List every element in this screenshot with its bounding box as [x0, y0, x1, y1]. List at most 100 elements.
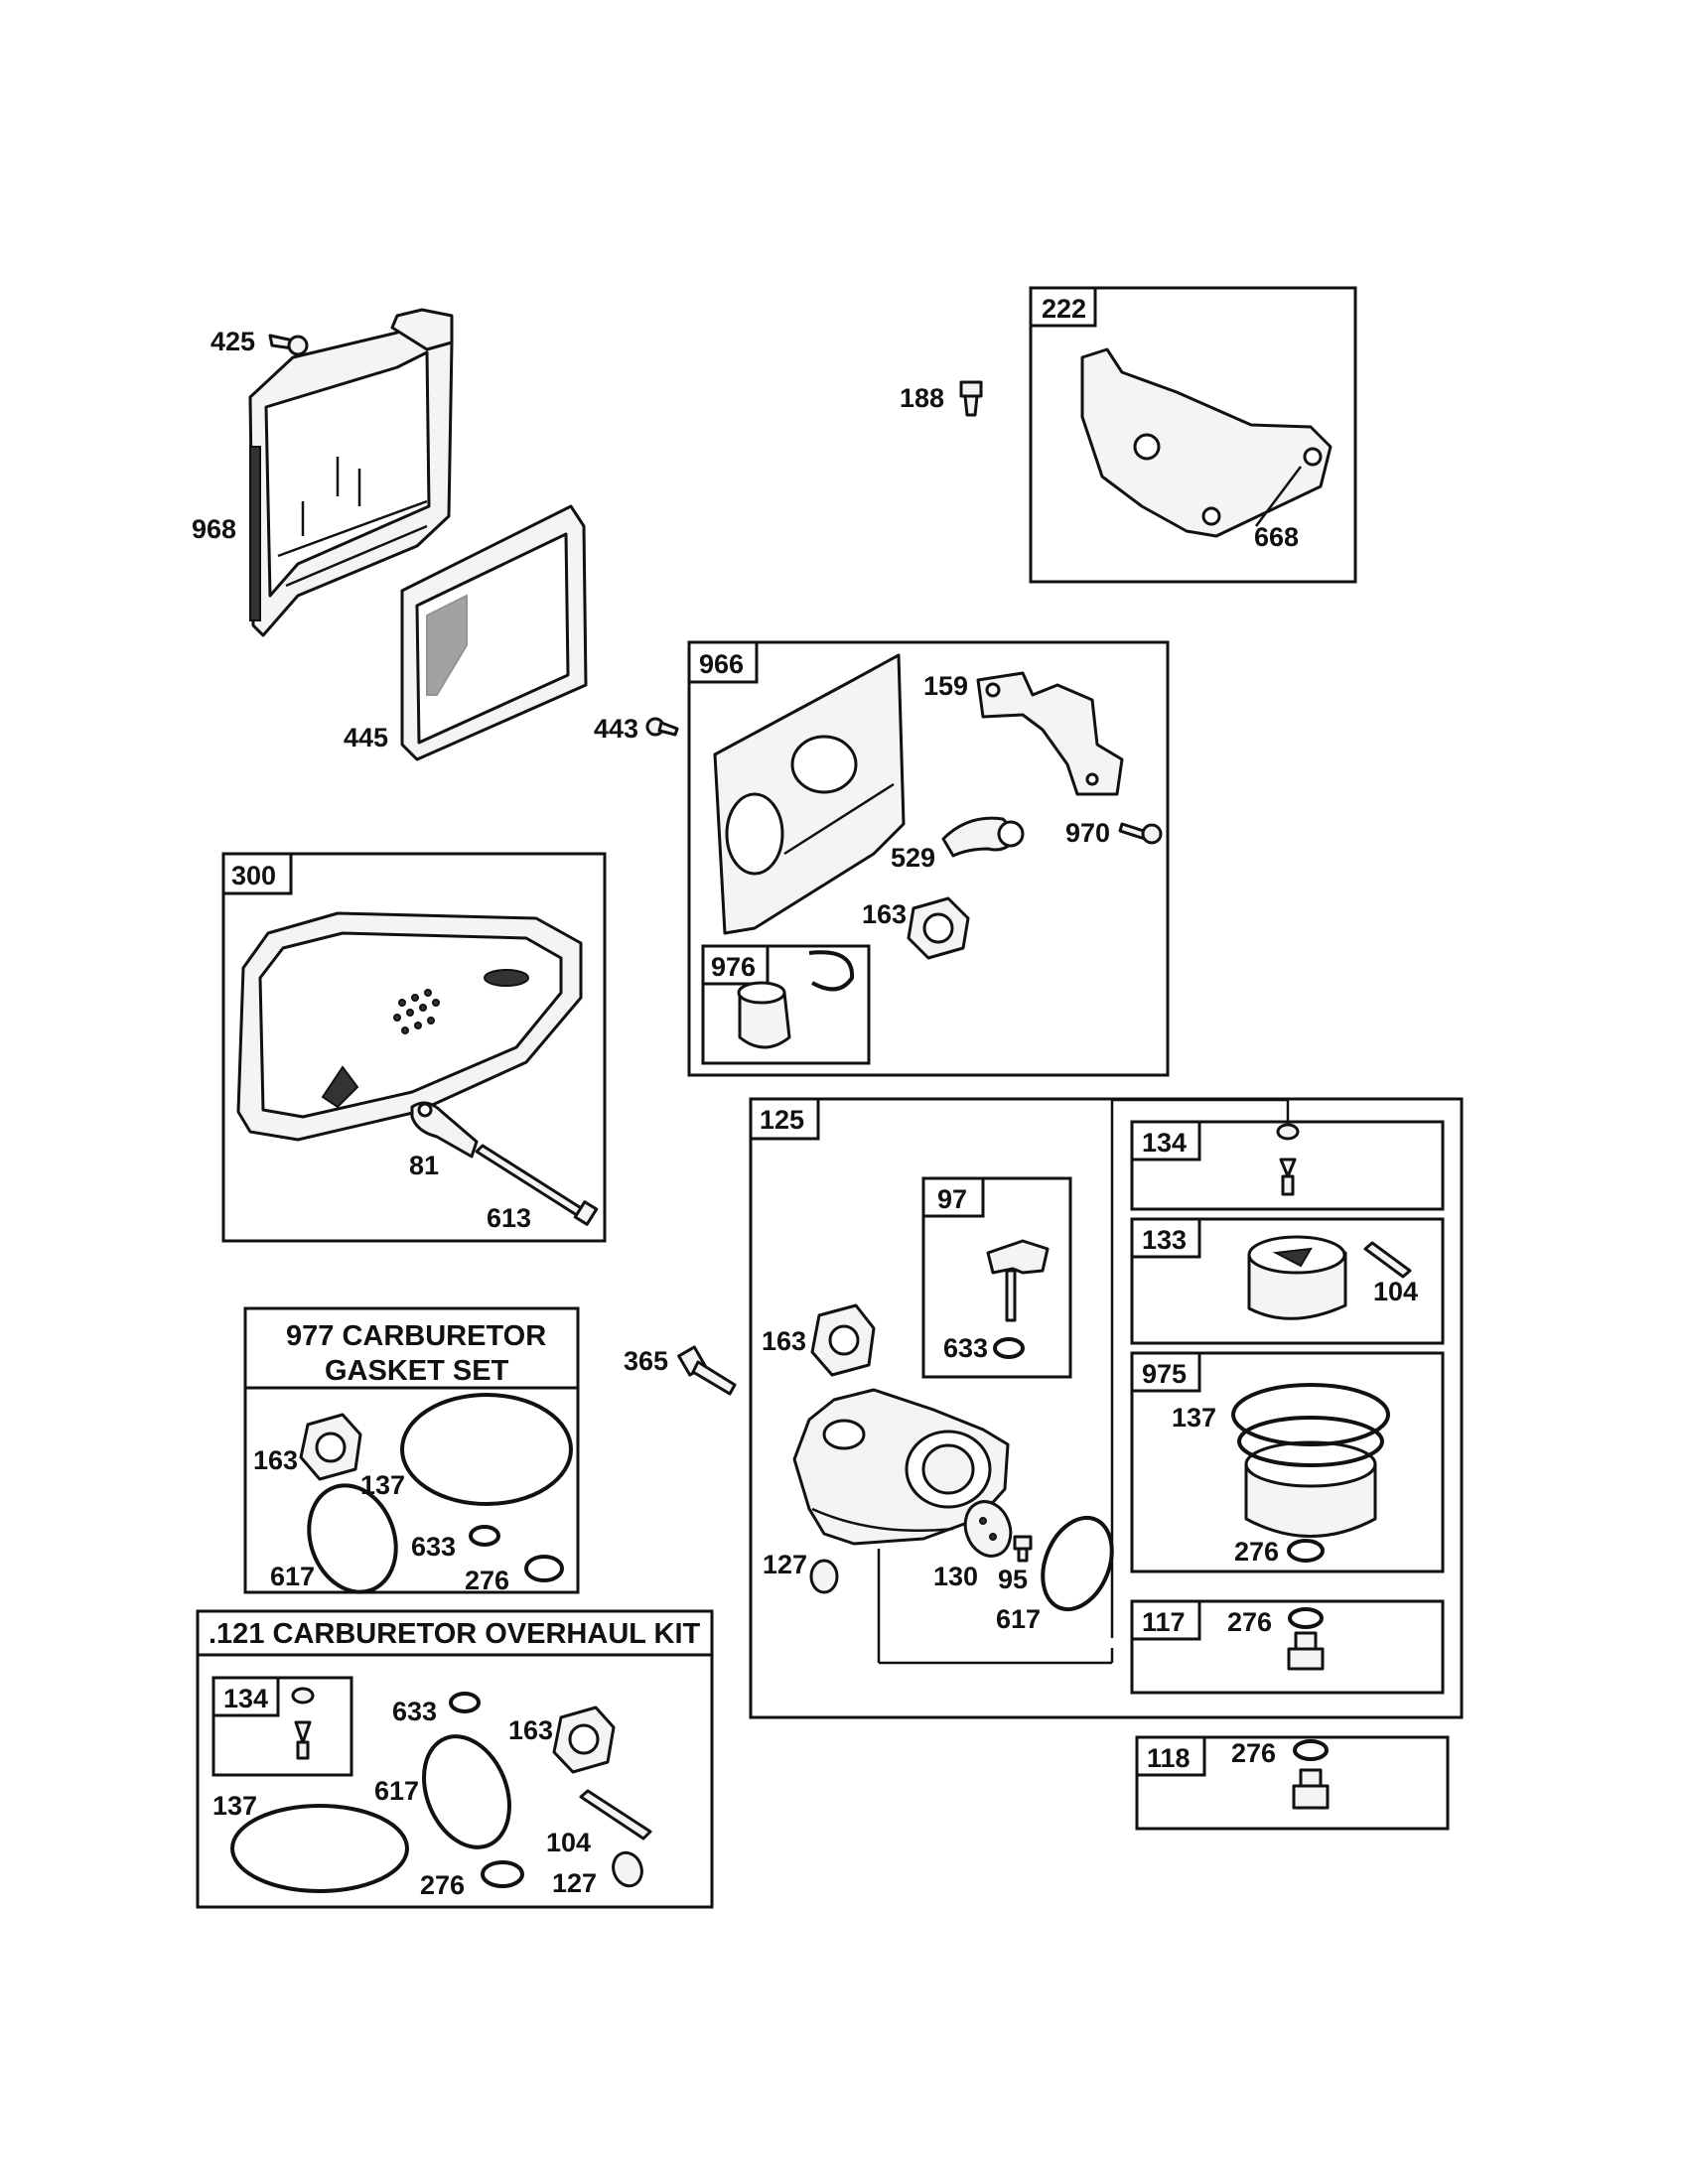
box-134-overhaul [211, 1676, 353, 1777]
bowl-nut-117 [1287, 1631, 1325, 1671]
label-125: 125 [760, 1105, 804, 1135]
title-gasket-set-line1: 977 CARBURETOR [286, 1320, 546, 1352]
label-134: 134 [1142, 1128, 1187, 1158]
needle-134 [1276, 1123, 1300, 1196]
gasket-81 [410, 1101, 479, 1159]
label-127-carburetor: 127 [763, 1550, 807, 1579]
label-163-overhaul: 163 [508, 1715, 553, 1745]
label-276-overhaul: 276 [420, 1870, 465, 1900]
label-104-overhaul: 104 [546, 1828, 591, 1857]
label-617-carburetor: 617 [996, 1604, 1041, 1634]
label-276-117: 276 [1227, 1607, 1272, 1637]
label-163-gasket-set: 163 [253, 1445, 298, 1475]
label-300: 300 [231, 861, 276, 890]
gasket-163-kit [299, 1413, 362, 1481]
air-filter-445 [400, 504, 588, 761]
pin-104 [1363, 1241, 1412, 1279]
box-117 [1130, 1599, 1445, 1695]
label-97: 97 [937, 1184, 967, 1214]
label-127-overhaul: 127 [552, 1868, 597, 1898]
washer-276-117 [1288, 1607, 1324, 1629]
label-968: 968 [192, 514, 236, 544]
tab-117 [1130, 1599, 1201, 1641]
screw-970 [1118, 822, 1163, 845]
washer-276-overhaul [481, 1860, 524, 1888]
tab-975 [1130, 1351, 1201, 1393]
label-134-overhaul: 134 [223, 1684, 268, 1713]
label-613: 613 [487, 1203, 531, 1233]
box-966 [687, 640, 1170, 1077]
tube-529 [941, 816, 1025, 858]
label-365: 365 [624, 1346, 668, 1376]
label-276-118: 276 [1231, 1738, 1276, 1768]
box-118 [1135, 1735, 1450, 1831]
tab-134 [1130, 1120, 1201, 1161]
box-125 [749, 1097, 1464, 1719]
label-163-carburetor: 163 [762, 1326, 806, 1356]
title-gasket-set-line2: GASKET SET [325, 1355, 509, 1387]
label-81: 81 [409, 1151, 439, 1180]
label-970: 970 [1065, 818, 1110, 848]
label-617-overhaul: 617 [374, 1776, 419, 1806]
label-633-throttle: 633 [943, 1333, 988, 1363]
label-137-overhaul: 137 [212, 1791, 257, 1821]
float-bowl-975 [1244, 1440, 1377, 1538]
label-222: 222 [1042, 294, 1086, 324]
gasket-137-gasket-set [400, 1393, 573, 1506]
box-976 [701, 944, 871, 1065]
label-425: 425 [210, 327, 255, 356]
gasket-137-overhaul [230, 1804, 409, 1893]
label-529: 529 [891, 843, 935, 873]
label-159: 159 [923, 671, 968, 701]
tab-133 [1130, 1217, 1201, 1259]
label-133: 133 [1142, 1225, 1187, 1255]
throttle-shaft-97 [986, 1239, 1050, 1322]
title-overhaul-kit: .121 CARBURETOR OVERHAUL KIT [209, 1618, 701, 1650]
gasket-163-manifold [907, 896, 970, 960]
label-117: 117 [1142, 1607, 1186, 1637]
stud-613 [475, 1144, 599, 1226]
screw-425 [268, 334, 309, 356]
label-118: 118 [1147, 1743, 1191, 1773]
label-976: 976 [711, 952, 756, 982]
tab-97 [921, 1176, 985, 1218]
box-134 [1130, 1120, 1445, 1211]
gasket-163-overhaul [552, 1706, 616, 1774]
label-443: 443 [594, 714, 638, 744]
label-966: 966 [699, 649, 744, 679]
washer-276-gasket-set [524, 1555, 564, 1582]
tab-300 [221, 852, 293, 895]
label-130: 130 [933, 1562, 978, 1591]
bowl-nut-118 [1292, 1768, 1330, 1810]
box-121-overhaul-kit [196, 1609, 714, 1909]
tab-118 [1135, 1735, 1206, 1777]
label-137-gasket-set: 137 [360, 1470, 405, 1500]
intake-manifold-966 [713, 653, 906, 935]
label-975: 975 [1142, 1359, 1187, 1389]
label-668: 668 [1254, 522, 1299, 552]
bracket-159 [976, 671, 1124, 796]
plug-127-carburetor [809, 1559, 839, 1594]
gasket-163-carburetor [810, 1303, 876, 1377]
adapter-976 [737, 950, 855, 1049]
label-163-manifold: 163 [862, 899, 907, 929]
screw-443 [645, 717, 679, 737]
muffler-300 [236, 911, 583, 1142]
needle-134-overhaul [291, 1687, 315, 1760]
tab-222 [1029, 286, 1097, 328]
pin-104-overhaul [579, 1789, 652, 1841]
label-617-gasket-set: 617 [270, 1562, 315, 1591]
tab-125 [749, 1097, 820, 1141]
label-633-gasket-set: 633 [411, 1532, 456, 1562]
box-222 [1029, 286, 1357, 584]
throttle-plate-130 [963, 1500, 1013, 1558]
plug-127-overhaul [612, 1850, 643, 1888]
tab-976 [701, 944, 770, 986]
box-300 [221, 852, 607, 1243]
tab-134-overhaul [211, 1676, 280, 1717]
stud-365 [677, 1345, 737, 1396]
tab-966 [687, 640, 759, 684]
air-cleaner-base-968 [248, 308, 454, 637]
label-104: 104 [1373, 1277, 1418, 1306]
box-975 [1130, 1351, 1445, 1573]
